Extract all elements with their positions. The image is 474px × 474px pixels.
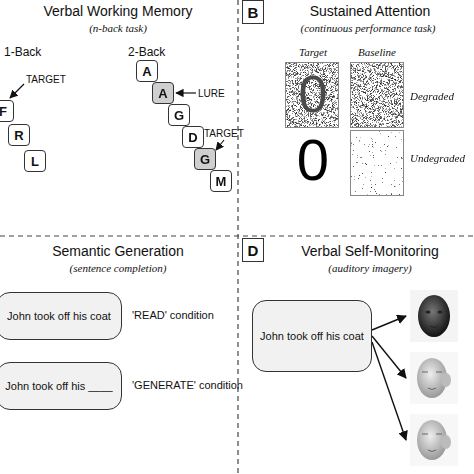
- letter-box: G: [194, 148, 216, 170]
- row-label: Undegraded: [410, 152, 465, 164]
- node-text: G: [174, 108, 184, 123]
- letter-box: A: [136, 60, 158, 82]
- panel-title: Verbal Self-Monitoring: [266, 244, 474, 259]
- condition-label: 'READ' condition: [132, 309, 214, 321]
- condition-label: 2-Back: [128, 46, 165, 59]
- letter-box: D: [182, 126, 204, 148]
- node-text: R: [14, 128, 23, 143]
- letter-box: M: [210, 170, 232, 192]
- node-text: D: [248, 242, 259, 259]
- letter-box: A: [152, 82, 174, 104]
- letter-box: F: [0, 100, 14, 122]
- letter-box: G: [168, 104, 190, 126]
- panel-subtitle: (n-back task): [0, 22, 236, 34]
- imagery-arrow: [372, 342, 406, 440]
- node-text: L: [31, 154, 39, 169]
- letter-box: L: [24, 150, 46, 172]
- node-text: B: [248, 4, 259, 21]
- node-text: John took off his ____: [5, 380, 112, 392]
- node-text: D: [188, 130, 197, 145]
- head-illustration: [410, 290, 458, 342]
- node-text: M: [216, 174, 227, 189]
- panel-title: Semantic Generation: [0, 244, 236, 259]
- pointer-label: LURE: [198, 88, 225, 99]
- imagery-arrow: [372, 316, 406, 330]
- panel-divider: [0, 235, 474, 236]
- panel-subtitle: (continuous performance task): [262, 22, 474, 34]
- target-pointer: [10, 84, 24, 98]
- noise-field: [350, 62, 404, 128]
- panel-subtitle: (sentence completion): [0, 262, 236, 274]
- stimulus-digit: 0: [288, 128, 338, 192]
- condition-label: 'GENERATE' condition: [132, 379, 243, 391]
- node-text: John took off his coat: [260, 330, 364, 342]
- pointer-label: TARGET: [26, 74, 66, 85]
- pointer-label: TARGET: [204, 128, 244, 139]
- sentence-box: John took off his ____: [0, 362, 122, 410]
- head-illustration: [410, 414, 458, 466]
- letter-box: R: [8, 124, 30, 146]
- node-text: A: [158, 86, 167, 101]
- panel-title: Verbal Working Memory: [0, 4, 236, 19]
- sentence-box: John took off his coat: [0, 292, 122, 340]
- panel-divider: [237, 0, 238, 474]
- panel-letter: D: [242, 238, 264, 262]
- column-label: Baseline: [350, 46, 404, 58]
- row-label: Degraded: [410, 90, 454, 102]
- sentence-box: John took off his coat: [252, 300, 372, 372]
- node-text: John took off his coat: [7, 310, 111, 322]
- condition-label: 1-Back: [4, 46, 41, 59]
- column-label: Target: [288, 46, 338, 58]
- lure-pointer: [176, 92, 196, 93]
- node-text: G: [200, 152, 210, 167]
- stimulus-digit: 0: [288, 66, 338, 123]
- panel-title: Sustained Attention: [266, 4, 474, 19]
- head-illustration: [410, 352, 458, 404]
- node-text: A: [142, 64, 151, 79]
- panel-letter: B: [242, 0, 264, 24]
- noise-field: [350, 130, 404, 196]
- panel-subtitle: (auditory imagery): [266, 262, 474, 274]
- node-text: F: [0, 104, 7, 119]
- target-pointer: [216, 140, 224, 150]
